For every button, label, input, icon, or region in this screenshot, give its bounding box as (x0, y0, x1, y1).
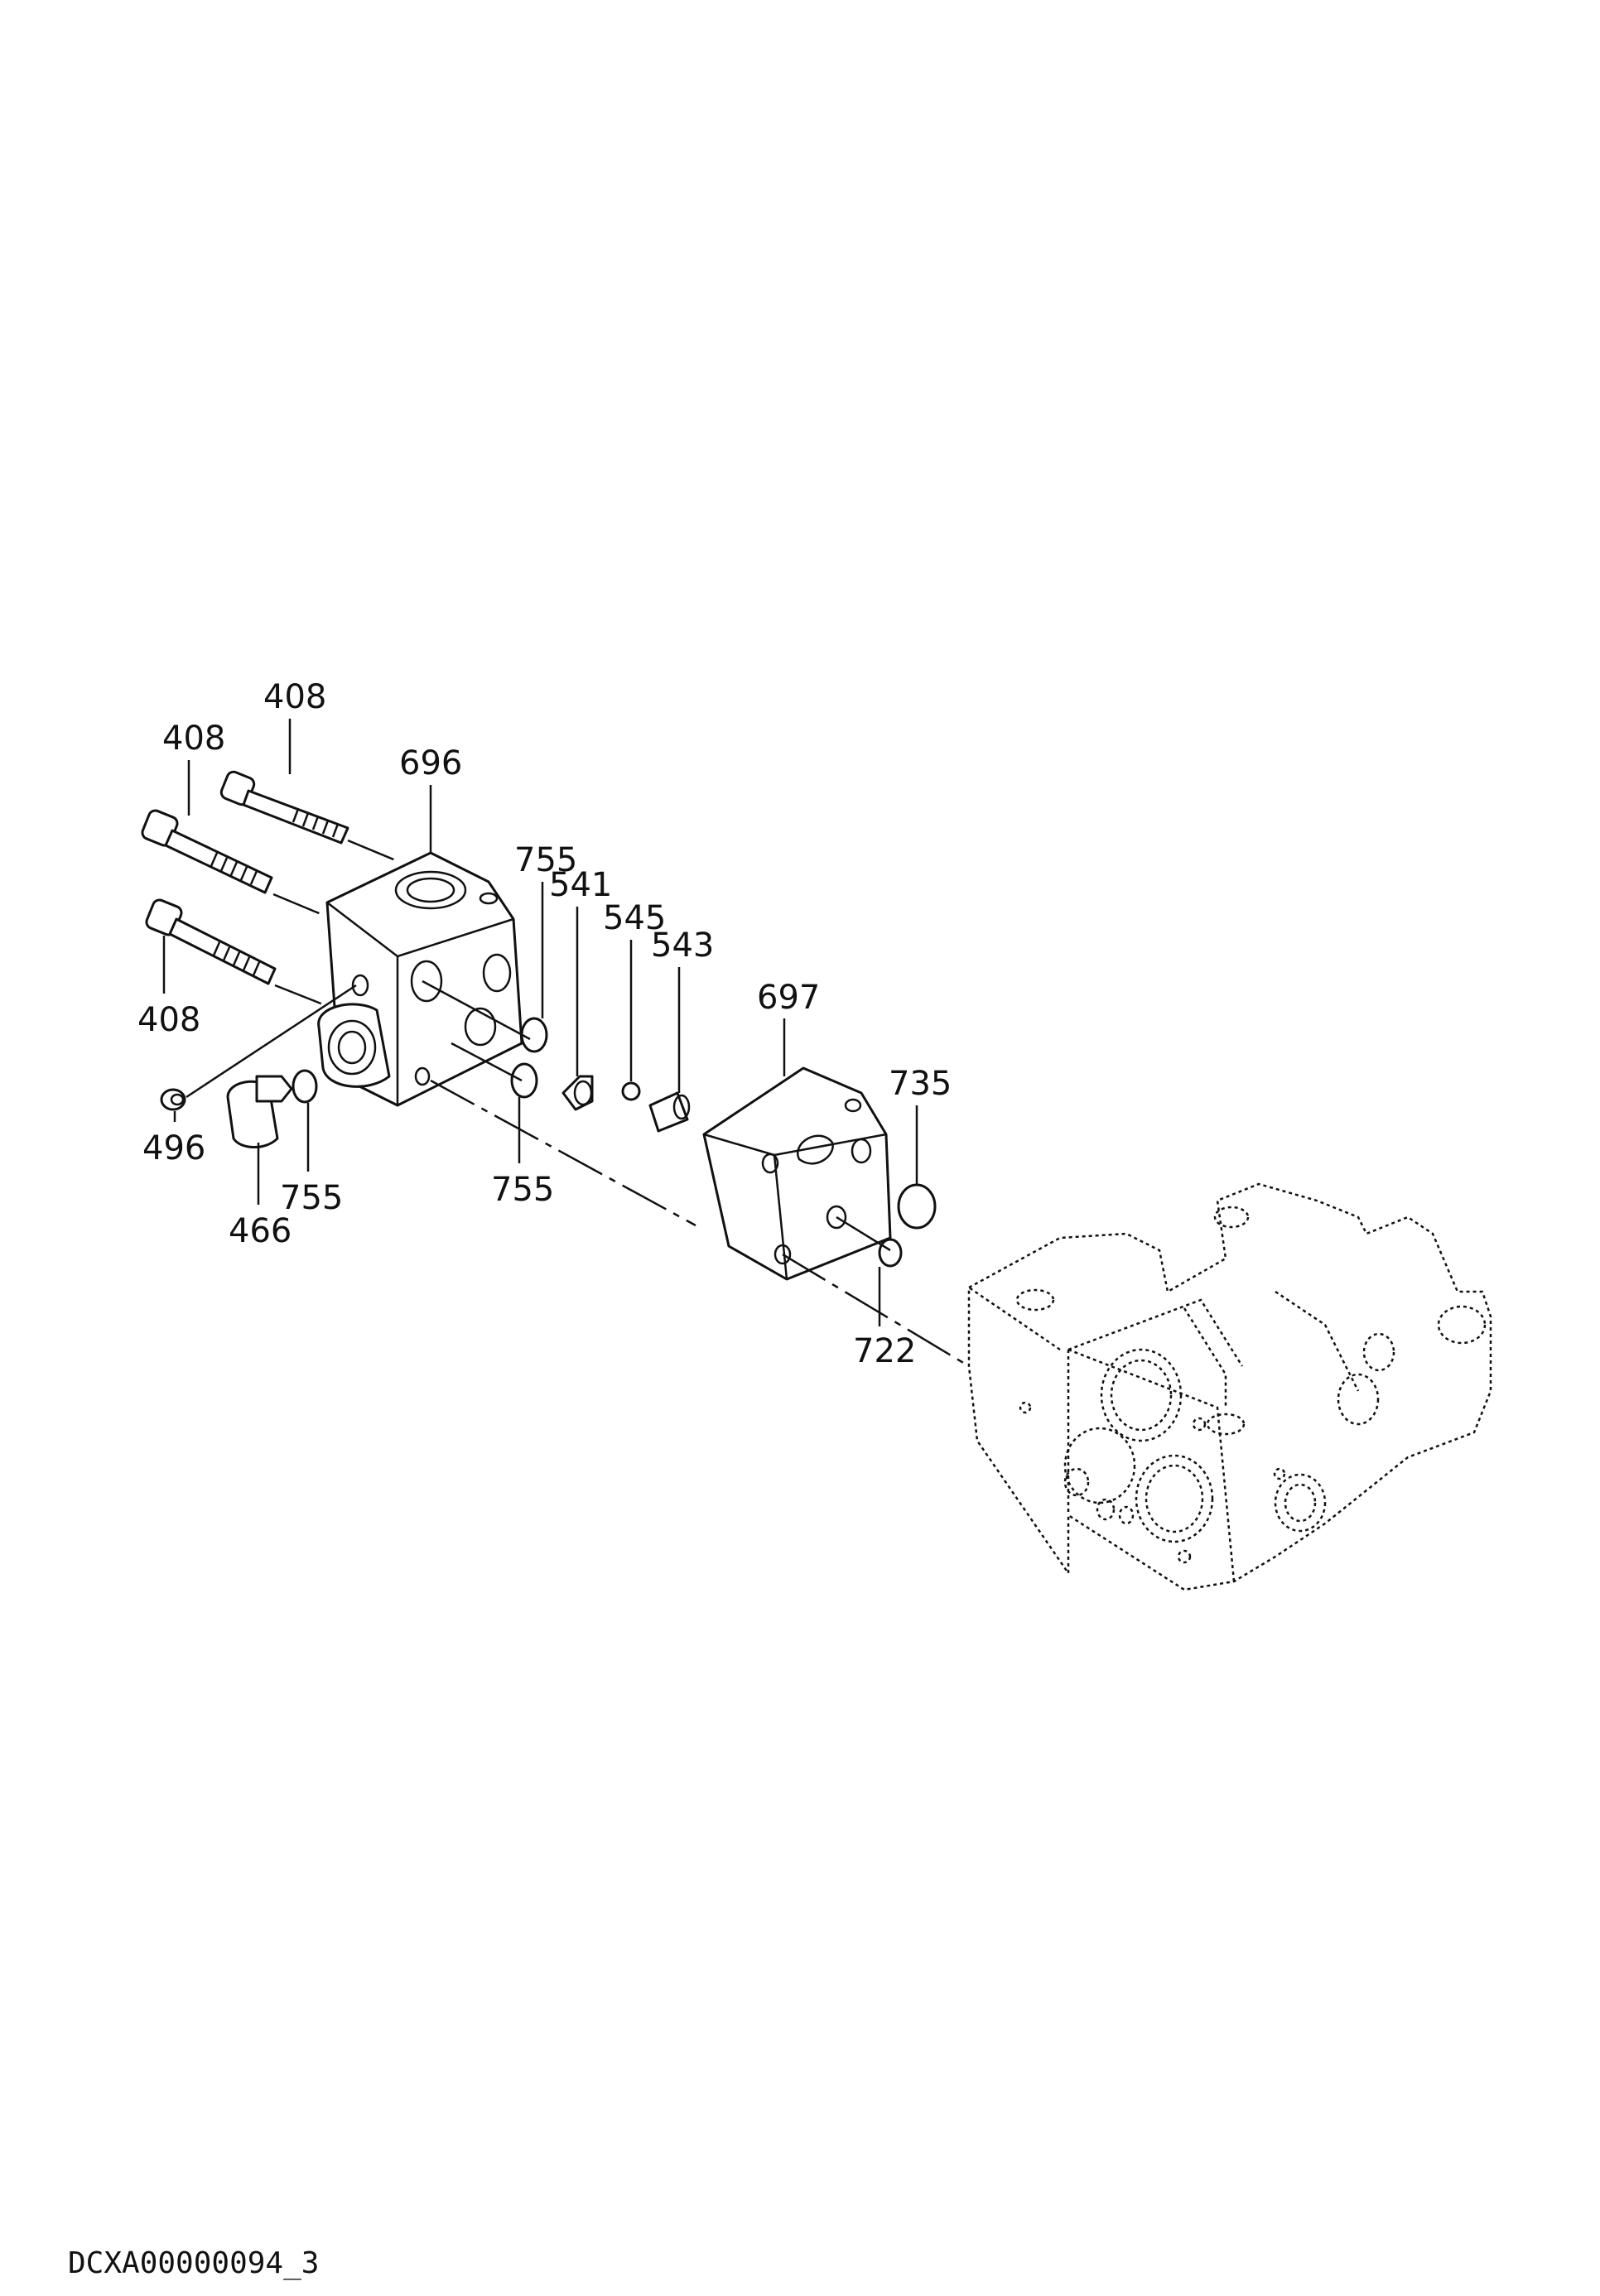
ball-545 (621, 1081, 641, 1101)
callout-755-lower: 755 (491, 1171, 554, 1209)
drawing-code: DCXA00000094_3 (68, 2246, 319, 2280)
callout-466: 466 (229, 1212, 292, 1250)
callout-545: 545 (603, 899, 666, 937)
o-ring-755-upper (520, 1017, 548, 1053)
o-ring-735 (897, 1183, 937, 1230)
callout-735: 735 (889, 1065, 952, 1103)
o-ring-755-lower (510, 1062, 538, 1099)
cover-697 (702, 1066, 892, 1281)
callout-696: 696 (399, 744, 462, 782)
plug-466 (226, 1075, 293, 1148)
callout-722: 722 (853, 1332, 916, 1370)
callout-543: 543 (651, 927, 714, 965)
bolt-408-middle (141, 809, 273, 894)
callout-541: 541 (549, 866, 612, 904)
bolt-408-lower (145, 898, 277, 985)
callout-leaders (162, 719, 918, 1326)
pump-housing (967, 1182, 1492, 1591)
callout-697: 697 (757, 979, 820, 1017)
callout-408-top: 408 (263, 678, 326, 716)
plug-541 (561, 1075, 594, 1111)
callout-755-upper: 755 (514, 841, 577, 879)
callout-496: 496 (142, 1129, 205, 1167)
assembly-center-lines (186, 839, 970, 1368)
callout-408-middle: 408 (162, 720, 225, 758)
valve-block-696 (317, 851, 523, 1107)
plug-496 (160, 1088, 186, 1111)
callout-755-left: 755 (280, 1179, 343, 1217)
callout-408-lower: 408 (137, 1001, 200, 1039)
spool-543 (648, 1091, 691, 1133)
bolt-408-top (219, 770, 349, 845)
o-ring-755-left (292, 1069, 318, 1104)
o-ring-722 (878, 1238, 903, 1268)
